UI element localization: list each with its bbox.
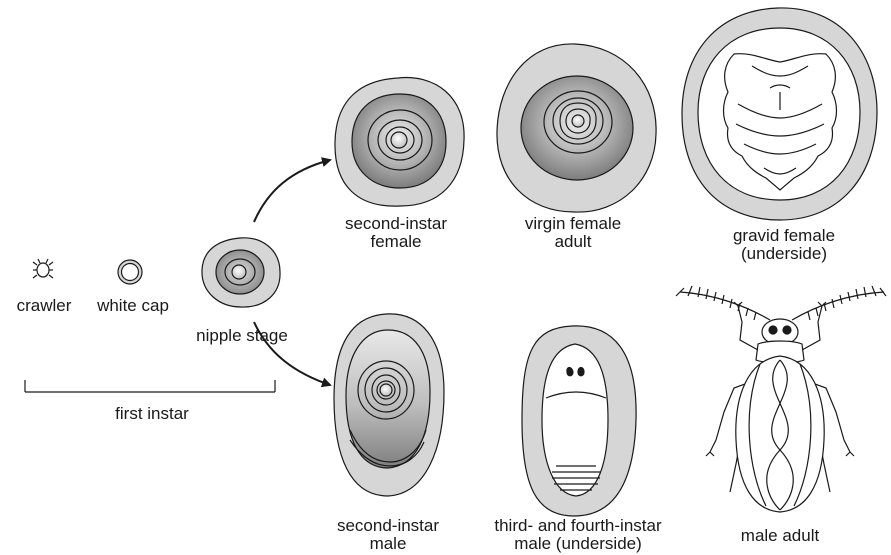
- virgin-female-label-line1: virgin female: [508, 214, 638, 233]
- male-adult-insect-icon: [676, 286, 886, 512]
- second-instar-male-scale-icon: [334, 314, 444, 496]
- crawler-label: crawler: [8, 296, 80, 315]
- white-cap-icon: [118, 260, 142, 284]
- nipple-stage-label: nipple stage: [180, 326, 304, 345]
- third-fourth-instar-label-line2: male (underside): [482, 534, 674, 553]
- third-fourth-instar-label-line1: third- and fourth-instar: [482, 516, 674, 535]
- virgin-female-label-line2: adult: [508, 232, 638, 251]
- virgin-female-adult-scale-icon: [497, 44, 656, 212]
- arrow-to-female: [254, 160, 330, 222]
- crawler-icon: [33, 259, 53, 278]
- gravid-female-label-line2: (underside): [716, 244, 852, 263]
- third-fourth-instar-male-underside-icon: [522, 326, 636, 516]
- first-instar-label: first instar: [100, 404, 204, 423]
- second-instar-male-label-line2: male: [326, 534, 450, 553]
- second-instar-male-label-line1: second-instar: [326, 516, 450, 535]
- gravid-female-label-line1: gravid female: [716, 226, 852, 245]
- male-adult-label: male adult: [722, 526, 838, 545]
- white-cap-label: white cap: [88, 296, 178, 315]
- second-instar-female-label-line2: female: [334, 232, 458, 251]
- gravid-female-underside-icon: [682, 8, 877, 220]
- second-instar-female-scale-icon: [335, 78, 464, 207]
- nipple-stage-scale-icon: [202, 238, 280, 307]
- first-instar-bracket: [25, 380, 275, 392]
- second-instar-female-label-line1: second-instar: [334, 214, 458, 233]
